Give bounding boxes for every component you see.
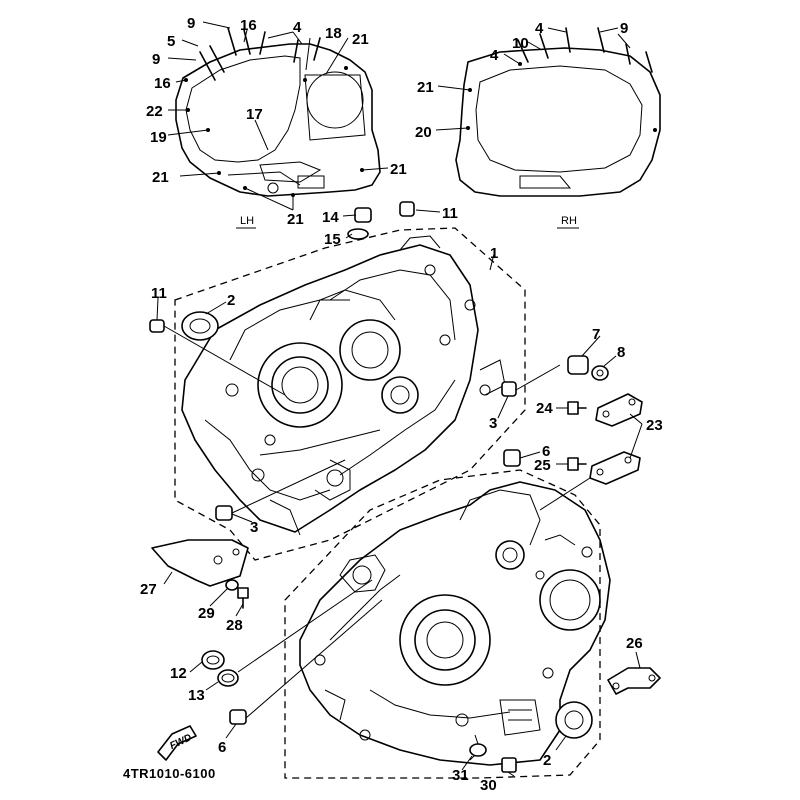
forward-arrow-icon: FWD — [157, 725, 197, 761]
callout-4: 4 — [293, 19, 302, 36]
callout-1: 1 — [490, 245, 498, 262]
dowel-pin-11-top — [399, 201, 415, 217]
callout-17: 17 — [246, 106, 263, 123]
callout-3: 3 — [489, 415, 497, 432]
callout-21: 21 — [417, 79, 434, 96]
callout-15: 15 — [324, 231, 341, 248]
plate-23-lower — [589, 451, 641, 485]
callout-6: 6 — [542, 443, 550, 460]
callout-20: 20 — [415, 124, 432, 141]
callout-3: 3 — [250, 519, 258, 536]
callout-9: 9 — [152, 51, 160, 68]
callout-12: 12 — [170, 665, 187, 682]
leader-lines — [156, 21, 643, 777]
plate-23-upper — [595, 393, 643, 427]
o-ring-15 — [347, 228, 369, 240]
callout-11: 11 — [442, 205, 458, 222]
bracket-27 — [151, 539, 249, 587]
dowel-pin-11-left — [149, 319, 165, 333]
bearing-seal-12 — [201, 650, 225, 670]
drain-plug-30 — [501, 757, 517, 773]
callout-31: 31 — [452, 767, 469, 784]
callout-labels: 9 16 4 18 21 5 9 16 22 17 19 21 21 21 4 … — [140, 15, 663, 794]
oil-seal-2-upper — [181, 311, 219, 341]
o-ring-13 — [217, 669, 239, 687]
clamp-26 — [607, 667, 661, 695]
callout-25: 25 — [534, 457, 551, 474]
callout-21: 21 — [390, 161, 407, 178]
callout-4: 4 — [490, 47, 499, 64]
callout-27: 27 — [140, 581, 157, 598]
callout-7: 7 — [592, 326, 600, 343]
crankcase-right-half-outline — [284, 469, 601, 779]
callout-21: 21 — [152, 169, 169, 186]
callout-28: 28 — [226, 617, 243, 634]
callout-5: 5 — [167, 33, 175, 50]
callout-21: 21 — [287, 211, 304, 228]
collar-14 — [354, 207, 372, 223]
left-crankcase-gasket — [175, 27, 381, 197]
diagram-code: 4TR1010-6100 — [123, 766, 216, 781]
bolt-24 — [567, 401, 587, 415]
callout-2: 2 — [227, 292, 235, 309]
callout-23: 23 — [646, 417, 663, 434]
dowel-pin-6-right — [503, 449, 521, 467]
crankcase-right-half — [299, 481, 611, 766]
dowel-pin-3-left — [215, 505, 233, 521]
callout-9: 9 — [620, 20, 628, 37]
callout-29: 29 — [198, 605, 215, 622]
bolt-25 — [567, 457, 587, 471]
washer-8 — [591, 365, 609, 381]
bolt-28 — [237, 587, 249, 609]
callout-18: 18 — [325, 25, 342, 42]
right-crankcase-gasket — [455, 27, 661, 197]
callout-24: 24 — [536, 400, 553, 417]
callout-22: 22 — [146, 103, 163, 120]
callout-2: 2 — [543, 752, 551, 769]
callout-8: 8 — [617, 344, 625, 361]
callout-30: 30 — [480, 777, 497, 794]
crankcase-left-half — [181, 235, 506, 536]
dowel-pin-6-lower — [229, 709, 247, 725]
gasket-31 — [469, 743, 487, 757]
callout-11: 11 — [151, 285, 167, 302]
callout-13: 13 — [188, 687, 205, 704]
side-label-rh: RH — [561, 215, 577, 227]
callout-16: 16 — [240, 17, 257, 34]
side-label-lh: LH — [240, 215, 254, 227]
callout-9: 9 — [187, 15, 195, 32]
oil-seal-2-lower — [555, 701, 593, 739]
callout-10: 10 — [512, 35, 529, 52]
dowel-pin-3-right — [501, 381, 517, 397]
callout-14: 14 — [322, 209, 339, 226]
callout-26: 26 — [626, 635, 643, 652]
callout-4: 4 — [535, 20, 544, 37]
callout-16: 16 — [154, 75, 171, 92]
callout-21: 21 — [352, 31, 369, 48]
washer-29 — [225, 579, 239, 591]
callout-19: 19 — [150, 129, 167, 146]
callout-6: 6 — [218, 739, 226, 756]
collar-7 — [567, 355, 589, 375]
